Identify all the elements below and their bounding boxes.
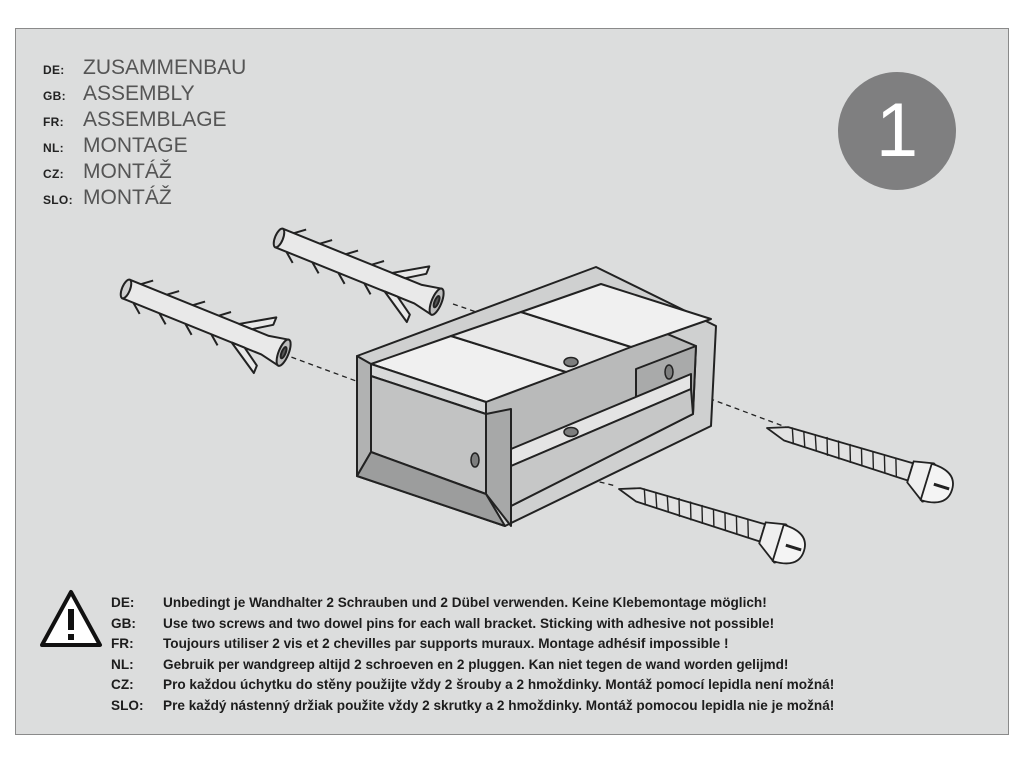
note-text: Toujours utiliser 2 vis et 2 chevilles p… — [163, 636, 729, 651]
language-code: SLO: — [43, 193, 73, 207]
screw-hole — [664, 364, 674, 380]
language-code: CZ: — [111, 677, 134, 692]
note-gb: GB: Use two screws and two dowel pins for… — [111, 614, 834, 635]
dowel-pin-upper — [272, 227, 445, 324]
language-code: CZ: — [43, 167, 64, 181]
language-code: DE: — [111, 595, 135, 610]
note-de: DE: Unbedingt je Wandhalter 2 Schrauben u… — [111, 593, 834, 614]
note-slo: SLO: Pre každý nástenný držiak použite vž… — [111, 696, 834, 717]
title-text: ZUSAMMENBAU — [83, 56, 247, 79]
title-cz: CZ: MONTÁŽ — [43, 159, 246, 185]
dowel-pin-lower — [119, 278, 292, 375]
screw-upper — [766, 426, 954, 504]
language-code: SLO: — [111, 697, 144, 713]
language-code: GB: — [43, 89, 66, 103]
screw-hole — [563, 426, 579, 438]
section-titles: DE: ZUSAMMENBAU GB: ASSEMBLY FR: ASSEMBLAGE… — [43, 55, 246, 211]
title-text: MONTÁŽ — [83, 186, 172, 209]
assembly-illustration — [119, 227, 954, 565]
screw-hole — [470, 452, 480, 468]
note-text: Unbedingt je Wandhalter 2 Schrauben und … — [163, 595, 767, 610]
note-fr: FR: Toujours utiliser 2 vis et 2 cheville… — [111, 634, 834, 655]
title-fr: FR: ASSEMBLAGE — [43, 107, 246, 133]
screw-holes — [470, 356, 674, 468]
warning-notes: DE: Unbedingt je Wandhalter 2 Schrauben u… — [111, 593, 834, 716]
title-text: ASSEMBLY — [83, 82, 195, 105]
step-number-badge: 1 — [838, 72, 956, 190]
language-code: FR: — [43, 115, 64, 129]
note-text: Use two screws and two dowel pins for ea… — [163, 615, 775, 631]
note-text: Pre každý nástenný držiak použite vždy 2… — [163, 697, 835, 713]
title-slo: SLO: MONTÁŽ — [43, 185, 246, 211]
note-text: Pro každou úchytku do stěny použijte vžd… — [163, 677, 835, 692]
note-nl: NL: Gebruik per wandgreep altijd 2 schroe… — [111, 655, 834, 676]
language-code: NL: — [111, 656, 134, 672]
title-text: MONTAGE — [83, 134, 188, 157]
instruction-panel: DE: ZUSAMMENBAU GB: ASSEMBLY FR: ASSEMBLAGE… — [15, 28, 1009, 735]
language-code: NL: — [43, 141, 64, 155]
title-nl: NL: MONTAGE — [43, 133, 246, 159]
bracket-top-right — [520, 283, 712, 348]
warning-triangle-icon — [40, 590, 102, 647]
language-code: DE: — [43, 63, 65, 77]
note-cz: CZ: Pro každou úchytku do stěny použijte … — [111, 675, 834, 696]
title-text: ASSEMBLAGE — [83, 108, 227, 131]
title-de: DE: ZUSAMMENBAU — [43, 55, 246, 81]
title-gb: GB: ASSEMBLY — [43, 81, 246, 107]
note-text: Gebruik per wandgreep altijd 2 schroeven… — [163, 656, 789, 672]
wall-bracket — [356, 266, 717, 527]
language-code: GB: — [111, 615, 136, 631]
screw-hole — [563, 356, 579, 368]
title-text: MONTÁŽ — [83, 160, 172, 183]
screw-lower — [618, 487, 806, 565]
language-code: FR: — [111, 636, 134, 651]
